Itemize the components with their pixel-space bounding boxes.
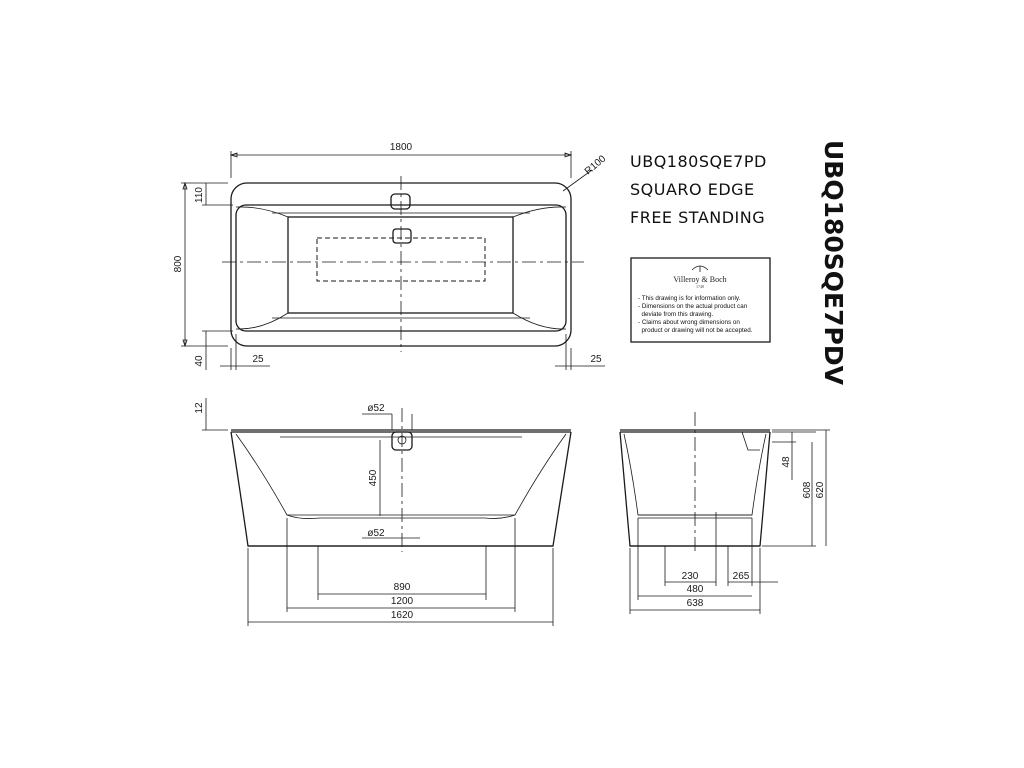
dim-dia52-bottom: ø52 (367, 528, 385, 539)
plan-drain (392, 228, 412, 244)
note-line-5: product or drawing will not be accepted. (638, 327, 753, 334)
front-view: 12 ø52 450 ø52 890 1200 1620 (194, 398, 572, 626)
title-line-3: FREE STANDING (630, 208, 765, 227)
dim-800: 800 (173, 255, 184, 272)
brand-year: 1748 (696, 284, 704, 289)
side-product-code: UBQ180SQE7PDV (819, 140, 848, 386)
side-view: 48 608 620 230 265 480 638 (619, 412, 830, 614)
dim-1800: 1800 (390, 142, 413, 153)
title-line-2: SQUARO EDGE (630, 180, 755, 199)
dim-25-left: 25 (252, 354, 264, 365)
dim-40: 40 (194, 355, 205, 367)
note-line-1: - This drawing is for information only. (638, 295, 741, 302)
plan-basin-floor (287, 216, 514, 314)
dim-r100: R100 (583, 153, 609, 177)
dim-25-right: 25 (590, 354, 602, 365)
dim-48: 48 (781, 456, 792, 468)
dim-1200: 1200 (391, 596, 414, 607)
dim-450: 450 (368, 469, 379, 486)
dim-230: 230 (682, 571, 699, 582)
dim-480: 480 (687, 584, 704, 595)
dim-12: 12 (194, 402, 205, 414)
dim-110: 110 (194, 187, 205, 203)
info-box: Villeroy & Boch 1748 - This drawing is f… (630, 257, 771, 343)
plan-overflow (390, 193, 411, 210)
front-shell (230, 431, 572, 547)
note-line-3: deviate from this drawing. (638, 311, 713, 318)
title-block: UBQ180SQE7PD SQUARO EDGE FREE STANDING (630, 152, 767, 227)
dim-638: 638 (687, 598, 704, 609)
dim-890: 890 (394, 582, 411, 593)
brand-logo: Villeroy & Boch 1748 (673, 265, 727, 289)
title-line-1: UBQ180SQE7PD (630, 152, 767, 171)
front-overflow (391, 431, 413, 451)
brand-name: Villeroy & Boch (673, 275, 726, 284)
note-line-4: - Claims about wrong dimensions on (638, 319, 740, 326)
dim-1620: 1620 (391, 610, 414, 621)
dim-265: 265 (733, 571, 750, 582)
dim-608: 608 (802, 481, 813, 498)
plan-view: 1800 800 110 40 25 25 R100 (173, 142, 609, 370)
dim-620: 620 (815, 481, 826, 498)
dim-dia52-top: ø52 (367, 403, 385, 414)
note-line-2: - Dimensions on the actual product can (638, 303, 748, 310)
